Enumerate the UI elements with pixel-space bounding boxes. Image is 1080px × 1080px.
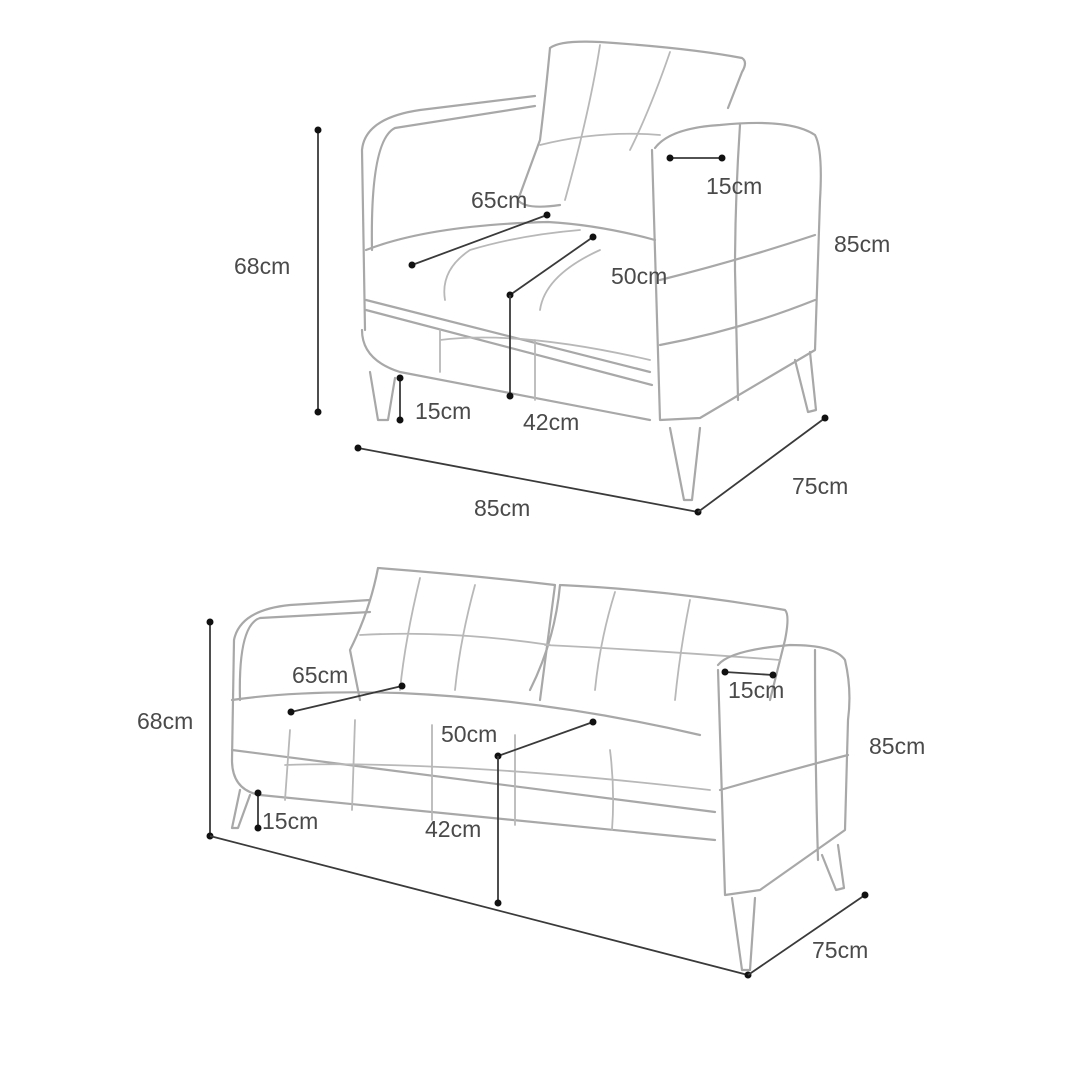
sofa-back-height-label: 85cm [869,733,925,759]
sofa-dimensions: 68cm 65cm 15cm 85cm 50cm 15cm 42cm 75cm [137,618,925,979]
armchair-leg-height-label: 15cm [415,398,471,424]
armchair-back-height-label: 85cm [834,231,890,257]
sofa-seat-width-label: 65cm [292,662,348,688]
armchair-depth-label: 75cm [792,473,848,499]
sofa-legs [230,788,846,972]
sofa-seat-height-label: 42cm [425,816,481,842]
armchair-back-cushion [516,40,747,208]
sofa-left-arm [230,598,372,762]
armchair-right-arm [650,121,822,422]
armchair-width-label: 85cm [474,495,530,521]
sofa-height-label: 68cm [137,708,193,734]
armchair-seat-depth-label: 50cm [611,263,667,289]
armchair-legs [368,350,818,502]
armchair-drawing [360,40,822,502]
armchair-arm-width-label: 15cm [706,173,762,199]
armchair-left-arm [360,94,537,332]
armchair-dimensions: 68cm 65cm 15cm 85cm 50cm 15cm 42cm 75cm … [234,126,890,521]
sofa-leg-height-label: 15cm [262,808,318,834]
sofa-back-cushion-right [528,583,789,702]
sofa-seat-depth-label: 50cm [441,721,497,747]
sofa-back-cushion-left [348,566,557,702]
armchair-seat-height-label: 42cm [523,409,579,435]
sofa-arm-width-label: 15cm [728,677,784,703]
armchair-seat [360,220,657,422]
sofa-drawing [230,566,851,972]
armchair-seat-width-label: 65cm [471,187,527,213]
sofa-depth-label: 75cm [812,937,868,963]
sofa-right-arm [716,643,851,897]
armchair-height-label: 68cm [234,253,290,279]
